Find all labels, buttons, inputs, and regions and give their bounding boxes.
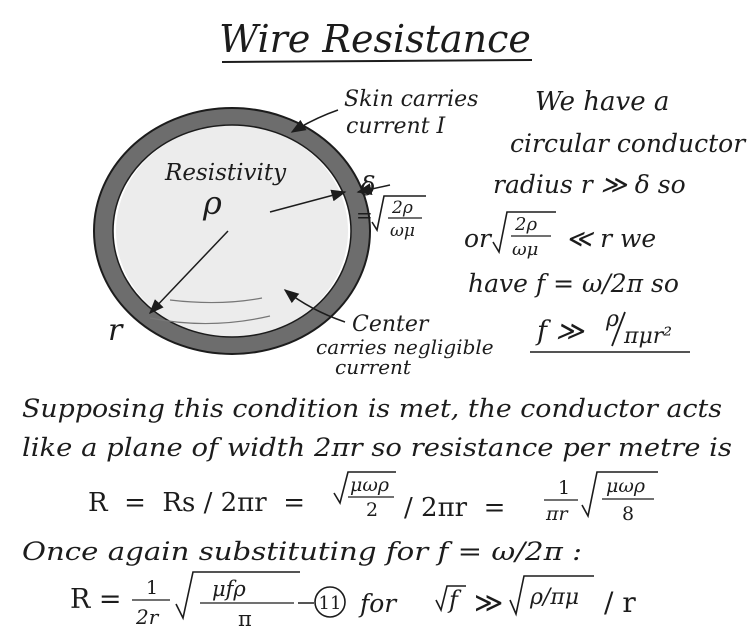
equation-1: R = Rs / 2πr = μωρ 2 / 2πr = 1 πr μωρ 8: [88, 471, 658, 525]
ring-outer-edge: [93, 107, 371, 355]
center-label-arrow: [283, 289, 346, 323]
note-line3: radius r ≫ δ so: [493, 170, 686, 199]
eq1-den2: 8: [622, 503, 634, 525]
note-line6-den: πμr²: [623, 324, 672, 349]
center-label-line1: Center: [352, 312, 430, 337]
eq2-one: 1: [146, 577, 158, 599]
body-line1: Supposing this condition is met, the con…: [22, 394, 722, 423]
eq1-den: 2: [366, 499, 378, 521]
radius-label: r: [108, 313, 124, 348]
delta-symbol: δ: [360, 172, 376, 202]
note-line6-slash: [611, 311, 626, 347]
eq2-over-r: / r: [604, 586, 636, 619]
radius-arrow: [148, 230, 229, 315]
eq2-rho-radical: [509, 575, 594, 617]
eq1-radical-sign: [333, 471, 396, 506]
skin-depth-arrow-in: [269, 189, 347, 213]
conductor-interior-shading: [116, 125, 348, 337]
note-frac-num: 2ρ: [514, 214, 537, 235]
center-label-line3: current: [335, 355, 412, 379]
eq1-num: μωρ: [350, 474, 390, 496]
eq2-num: μfρ: [212, 577, 246, 601]
note-line2: circular conductor: [510, 129, 747, 158]
title-underline: [221, 59, 533, 63]
eq2-radical-sign: [175, 571, 300, 621]
note-line6-rho: ρ: [605, 307, 619, 332]
note-frac-den: ωμ: [512, 239, 538, 260]
eq2-lhs: R =: [70, 584, 122, 615]
note-line5: have f = ω/2π so: [468, 269, 679, 298]
delta-radical-sign: [371, 195, 426, 233]
note-line6-f: f ≫: [535, 316, 585, 347]
note-line4-or: or: [464, 224, 493, 253]
ring-inner-edge: [112, 124, 352, 338]
resistivity-label: Resistivity: [164, 160, 287, 186]
eq2-tag: 11: [319, 593, 342, 614]
delta-frac-num: 2ρ: [391, 198, 413, 218]
eq2-sqrtf: f: [447, 586, 462, 614]
delta-frac-den: ωμ: [390, 221, 415, 241]
eq1-mid: / 2πr =: [404, 493, 505, 523]
equation-2: R = 1 2r μfρ π 11 for f ≫ ρ/πμ / r: [70, 571, 636, 631]
eq2-for: for: [358, 589, 398, 618]
rho-symbol: ρ: [202, 184, 222, 222]
eq1-radical-sign-2: [581, 471, 658, 519]
once-again-line: Once again substituting for f = ω/2π :: [22, 537, 582, 566]
conductor-diagram: [93, 107, 391, 355]
eq2-gg: ≫: [474, 586, 503, 619]
eq1-one: 1: [558, 477, 570, 499]
eq2-den: π: [238, 607, 252, 631]
skin-label-line1: Skin carries: [344, 87, 478, 112]
eq2-sqrtf-radical: [435, 585, 466, 613]
skin-label-arrow: [290, 109, 339, 133]
note-sqrt-expression: 2ρ ωμ: [492, 211, 556, 260]
skin-depth-arrow-out: [356, 183, 391, 195]
skin-label-line2: current I: [346, 114, 447, 139]
eq2-two-r: 2r: [135, 605, 160, 629]
note-radical-sign: [492, 211, 556, 255]
eq1-pir: πr: [545, 503, 569, 525]
eq1-lhs: R = Rs / 2πr =: [88, 488, 305, 518]
delta-equals: =: [356, 203, 373, 227]
page-title: Wire Resistance: [219, 17, 531, 61]
body-line2: like a plane of width 2πr so resistance …: [22, 433, 732, 462]
eq2-rho-over: ρ/πμ: [529, 585, 579, 610]
eq1-num2: μωρ: [606, 475, 646, 497]
delta-sqrt-expression: 2ρ ωμ: [371, 195, 426, 241]
note-line1: We have a: [535, 87, 669, 117]
note-line4-tail: ≪ r we: [566, 224, 656, 253]
center-label-line2: carries negligible: [316, 335, 494, 359]
eq2-tag-circle: [314, 586, 346, 618]
center-scribble: [149, 297, 271, 325]
